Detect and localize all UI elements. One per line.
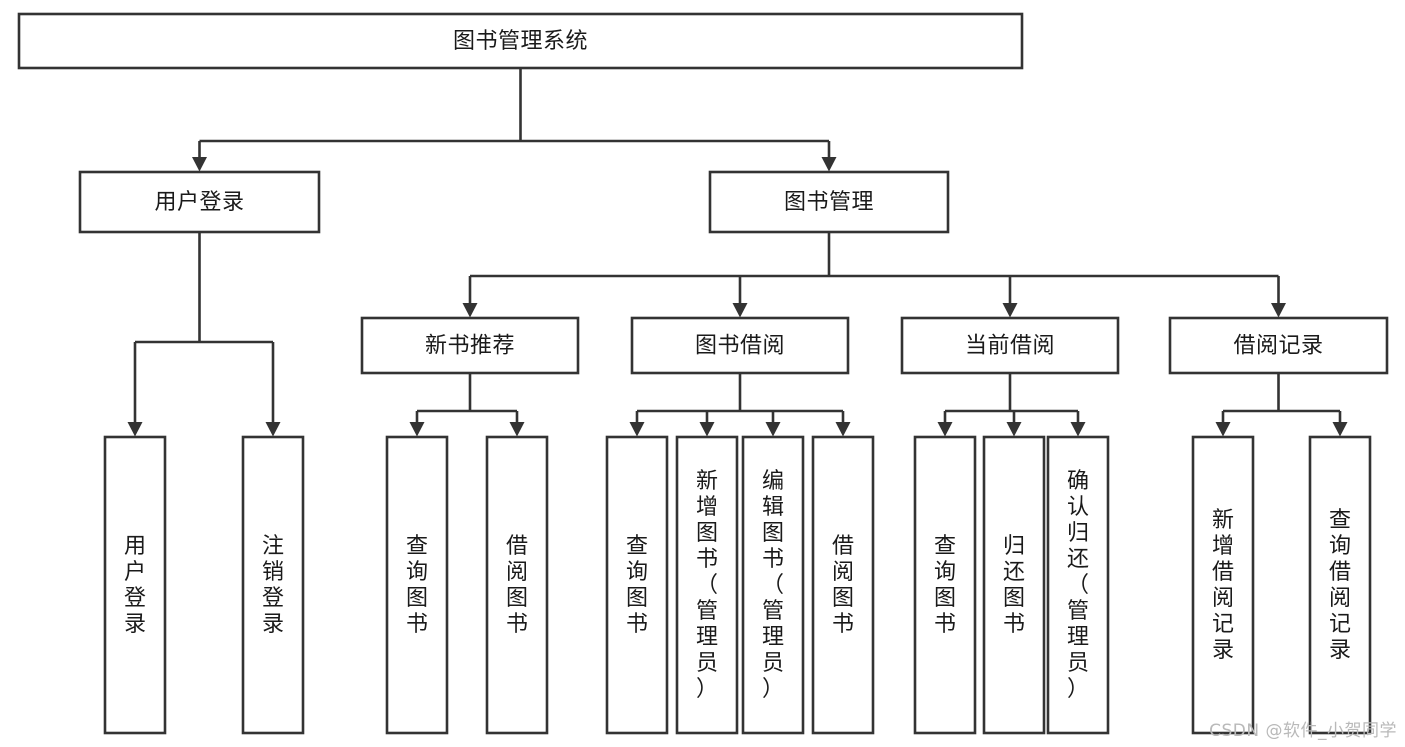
arrow-head-icon: [1271, 303, 1286, 318]
node-box: [605, 435, 669, 735]
watermark-label: CSDN @软件_小贺同学: [1209, 721, 1397, 741]
arrow-head-icon: [699, 422, 715, 437]
node-leaf-borrow-book-recommend[interactable]: 借阅图书: [485, 435, 549, 735]
node-box: [1308, 435, 1372, 735]
node-leaf-user-login[interactable]: 用户登录: [103, 435, 167, 735]
arrow-head-icon: [1002, 303, 1018, 318]
node-box: [913, 435, 977, 735]
node-box: [241, 435, 305, 735]
node-book-borrow[interactable]: 图书借阅: [630, 316, 850, 375]
node-box: [741, 435, 805, 735]
node-box: [360, 316, 580, 375]
arrow-head-icon: [409, 422, 425, 437]
node-new-book-recommend[interactable]: 新书推荐: [360, 316, 580, 375]
node-leaf-query-book-current[interactable]: 查询图书: [913, 435, 977, 735]
arrow-head-icon: [629, 422, 645, 437]
arrow-head-icon: [765, 422, 781, 437]
arrow-head-icon: [732, 303, 748, 318]
node-label: 借阅图书: [832, 534, 854, 637]
node-current-borrow[interactable]: 当前借阅: [900, 316, 1120, 375]
node-box: [385, 435, 449, 735]
nodes-layer: 图书管理系统用户登录图书管理新书推荐图书借阅当前借阅借阅记录用户登录注销登录查询…: [17, 12, 1389, 735]
node-label: 当前借阅: [965, 334, 1055, 359]
node-box: [485, 435, 549, 735]
node-borrow-record[interactable]: 借阅记录: [1168, 316, 1389, 375]
arrow-head-icon: [265, 422, 281, 437]
node-label: 新书推荐: [425, 334, 515, 359]
node-label: 图书管理系统: [453, 29, 588, 54]
node-leaf-logout[interactable]: 注销登录: [241, 435, 305, 735]
node-box: [17, 12, 1024, 70]
node-label: 编辑图书（管理员）: [762, 469, 784, 702]
node-label: 注销登录: [262, 534, 284, 637]
node-leaf-borrow-book[interactable]: 借阅图书: [811, 435, 875, 735]
node-box: [900, 316, 1120, 375]
node-label: 借阅图书: [506, 534, 528, 637]
arrow-head-icon: [835, 422, 851, 437]
node-leaf-query-borrow-record[interactable]: 查询借阅记录: [1308, 435, 1372, 735]
node-root[interactable]: 图书管理系统: [17, 12, 1024, 70]
node-label: 用户登录: [154, 190, 244, 215]
node-box: [1168, 316, 1389, 375]
arrow-head-icon: [937, 422, 953, 437]
node-book-manage[interactable]: 图书管理: [708, 170, 950, 234]
node-leaf-add-book[interactable]: 新增图书（管理员）: [675, 435, 739, 735]
node-label: 查询图书: [626, 534, 648, 637]
node-leaf-query-book-recommend[interactable]: 查询图书: [385, 435, 449, 735]
node-leaf-query-book-borrow[interactable]: 查询图书: [605, 435, 669, 735]
node-label: 确认归还（管理员）: [1067, 469, 1089, 702]
node-label: 查询图书: [934, 534, 956, 637]
node-label: 借阅记录: [1233, 334, 1323, 359]
node-user-login[interactable]: 用户登录: [78, 170, 321, 234]
node-box: [1191, 435, 1255, 735]
connectors-layer: [127, 68, 1348, 437]
node-box: [675, 435, 739, 735]
node-box: [630, 316, 850, 375]
node-label: 归还图书: [1003, 534, 1025, 637]
arrow-head-icon: [821, 157, 837, 172]
node-leaf-confirm-return[interactable]: 确认归还（管理员）: [1046, 435, 1110, 735]
node-box: [103, 435, 167, 735]
node-leaf-return-book[interactable]: 归还图书: [982, 435, 1046, 735]
node-label: 用户登录: [124, 534, 146, 637]
node-label: 查询图书: [406, 534, 428, 637]
node-label: 新增借阅记录: [1212, 508, 1234, 663]
node-box: [1046, 435, 1110, 735]
node-label: 图书借阅: [695, 334, 785, 359]
node-label: 查询借阅记录: [1329, 508, 1351, 663]
arrow-head-icon: [509, 422, 525, 437]
node-leaf-add-borrow-record[interactable]: 新增借阅记录: [1191, 435, 1255, 735]
node-box: [708, 170, 950, 234]
node-box: [982, 435, 1046, 735]
node-leaf-edit-book[interactable]: 编辑图书（管理员）: [741, 435, 805, 735]
node-box: [78, 170, 321, 234]
arrow-head-icon: [127, 422, 143, 437]
arrow-head-icon: [1006, 422, 1022, 437]
arrow-head-icon: [1215, 422, 1231, 437]
node-label: 图书管理: [784, 190, 874, 215]
arrow-head-icon: [1070, 422, 1086, 437]
node-label: 新增图书（管理员）: [696, 469, 718, 702]
arrow-head-icon: [462, 303, 478, 318]
arrow-head-icon: [1332, 422, 1348, 437]
arrow-head-icon: [192, 157, 207, 172]
node-box: [811, 435, 875, 735]
